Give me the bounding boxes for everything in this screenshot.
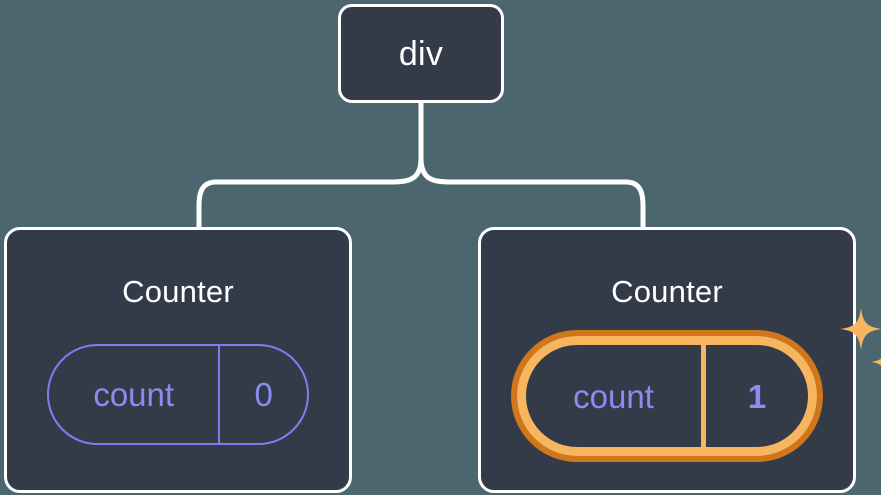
component-card-counter-left[interactable]: Counter count 0 <box>4 227 352 493</box>
root-node-label: div <box>398 34 444 73</box>
component-card-counter-right[interactable]: Counter count 1 <box>478 227 881 493</box>
state-pill-wrapper: count 0 <box>47 344 309 445</box>
state-value: 1 <box>701 345 808 447</box>
state-pill-highlighted[interactable]: count 1 <box>517 336 817 456</box>
state-key: count <box>93 376 175 413</box>
state-value: 0 <box>218 346 307 443</box>
sparkle-icon <box>840 308 881 366</box>
state-key: count <box>573 377 654 415</box>
state-pill-wrapper-highlighted: count 1 <box>517 308 881 456</box>
state-pill[interactable]: count 0 <box>47 344 309 445</box>
component-title: Counter <box>122 274 234 309</box>
root-node-div[interactable]: div <box>338 4 504 103</box>
component-title: Counter <box>611 274 723 309</box>
